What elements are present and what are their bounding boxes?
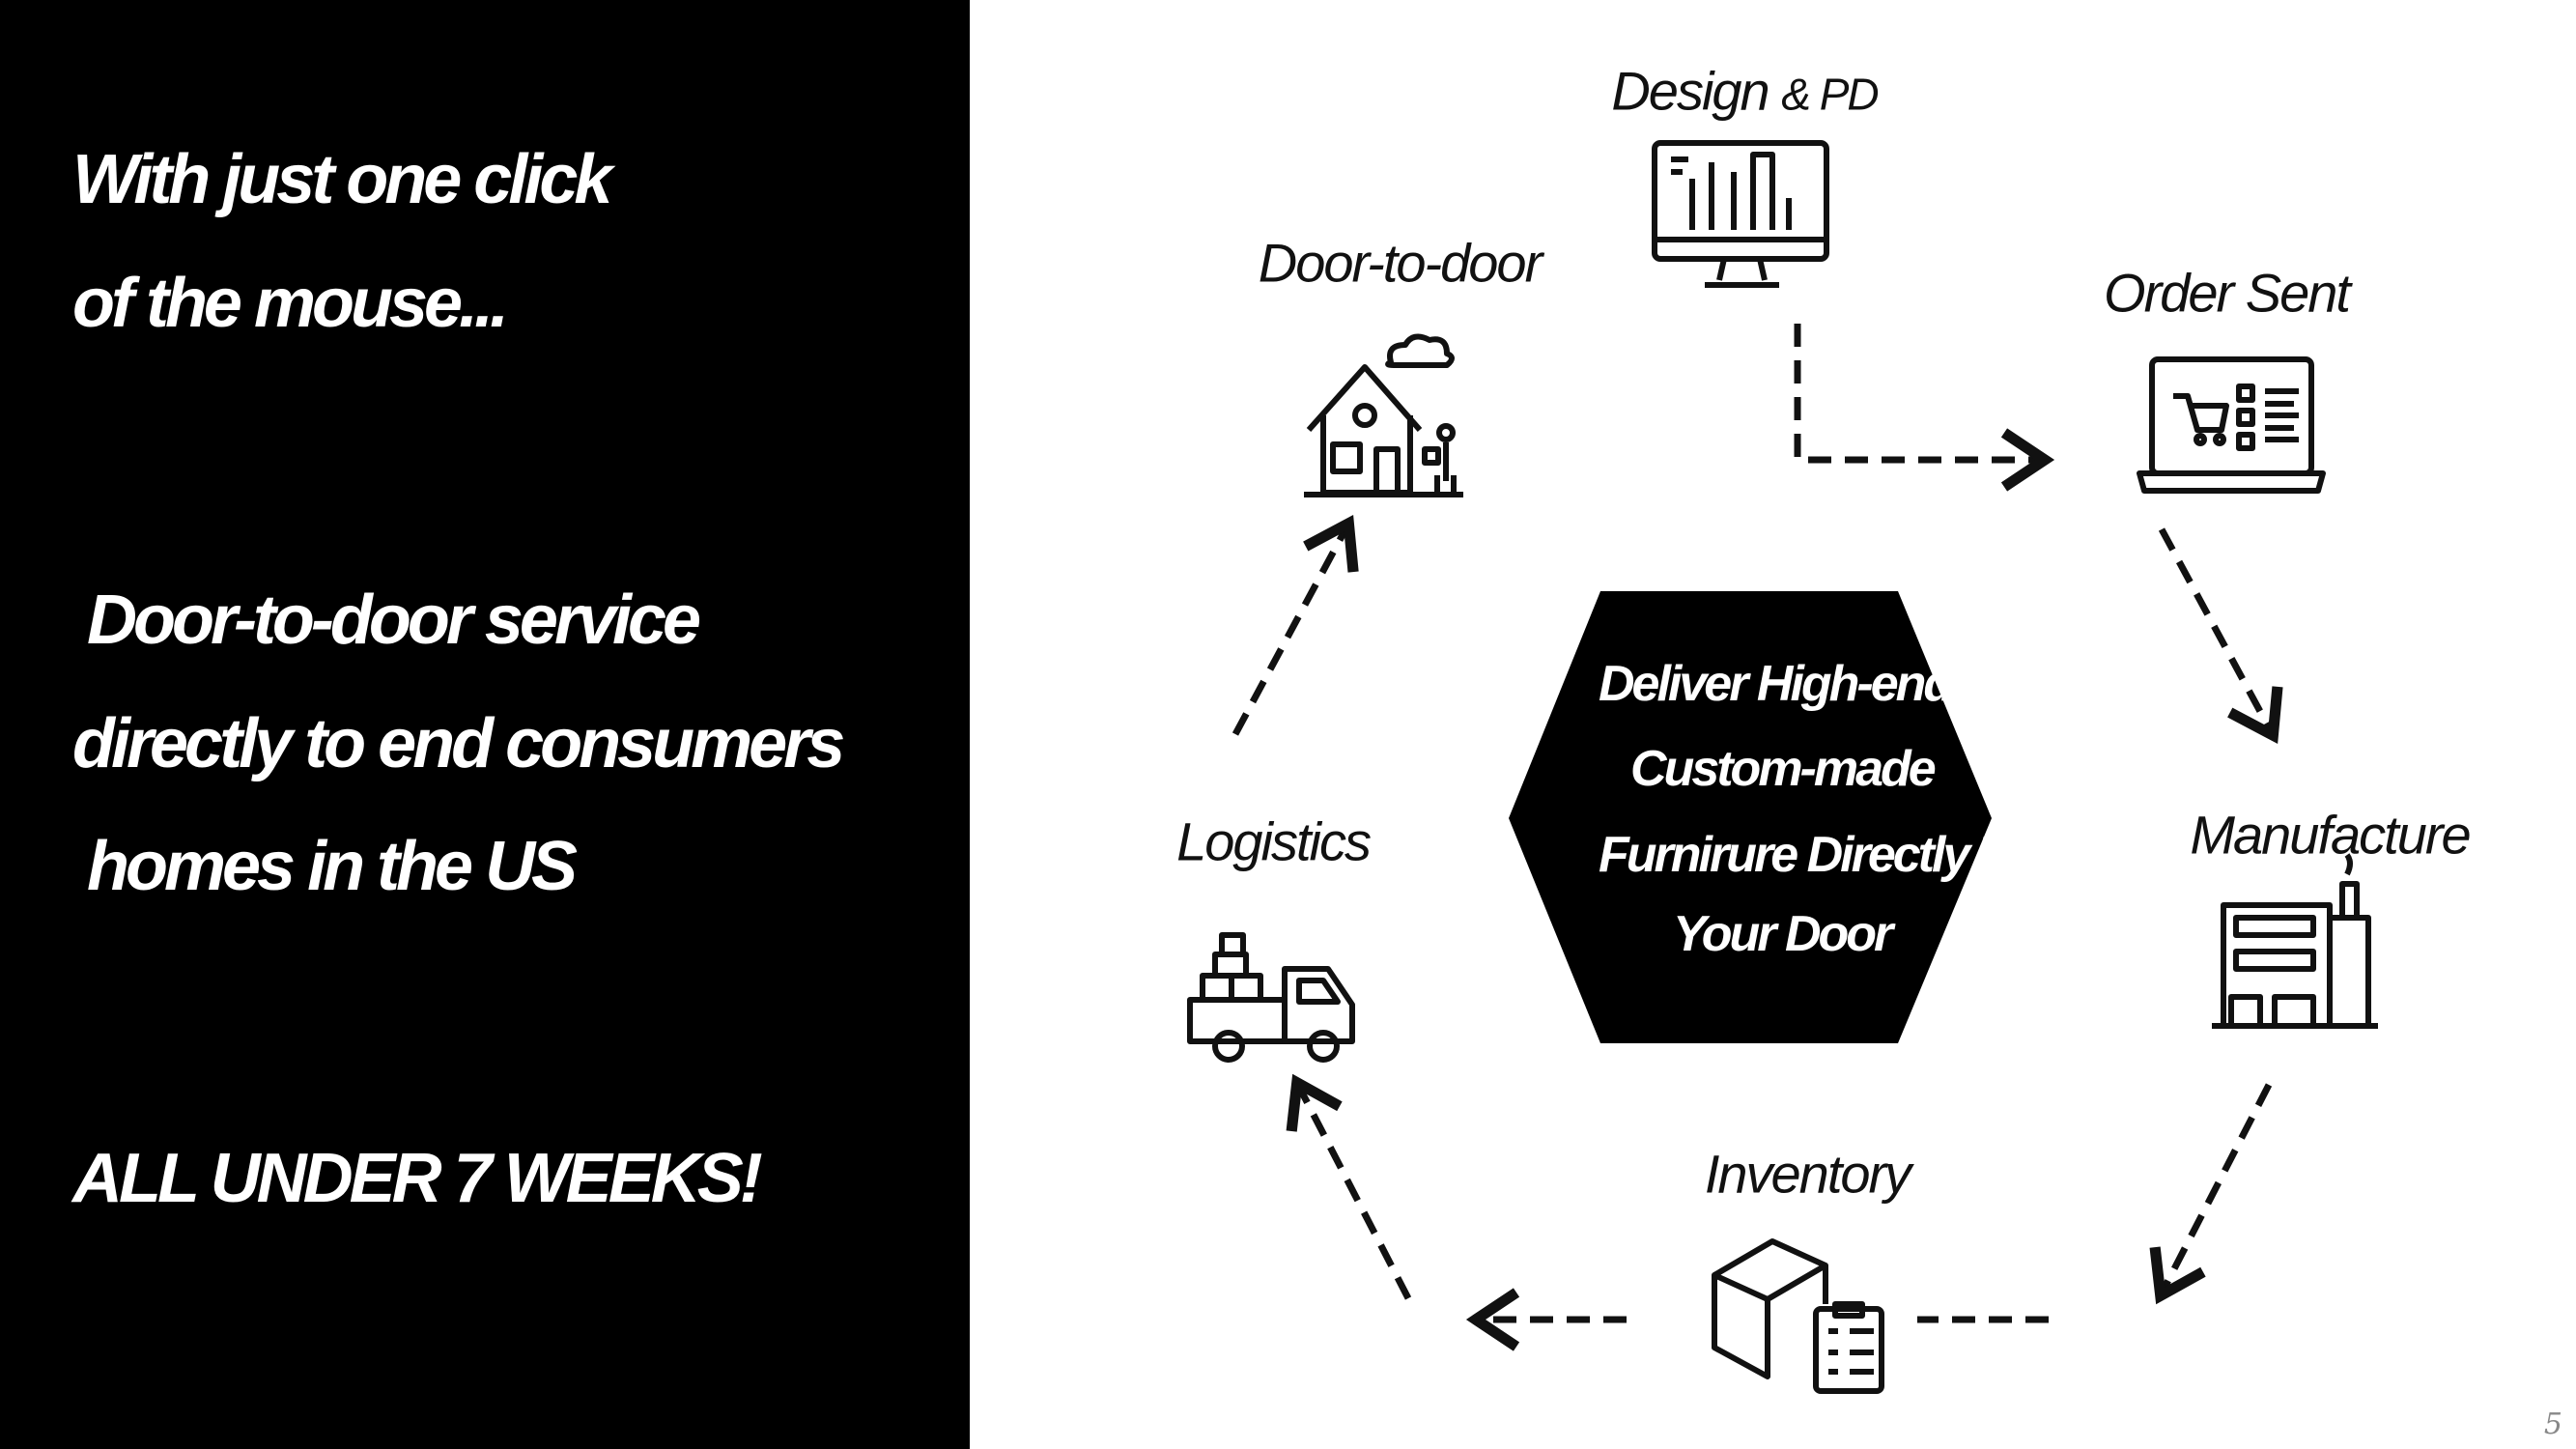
page-number: 5 <box>2543 1407 2562 1441</box>
arrow-manufacture-to-inventory <box>2149 1083 2273 1305</box>
delivery-truck-icon <box>1187 932 1355 1063</box>
arrow-door-to-design <box>1231 514 1359 736</box>
headline-line-2: of the mouse... <box>72 265 509 342</box>
step-inventory-label: Inventory <box>1704 1143 1911 1205</box>
service-line-1: Door-to-door service <box>87 582 701 659</box>
center-line-2: Custom-made <box>1630 741 1937 797</box>
step-order-sent-label: Order Sent <box>2104 262 2351 324</box>
center-hexagon <box>1509 591 1992 1043</box>
box-checklist-icon <box>1712 1238 1884 1394</box>
house-delivery-icon <box>1304 333 1463 497</box>
step-design-suffix: & PD <box>1781 69 1879 120</box>
step-manufacture-label: Manufacture <box>2190 804 2471 866</box>
step-design: Design & PD <box>1611 60 1879 123</box>
service-line-2: directly to end consumers <box>72 705 845 782</box>
laptop-cart-icon <box>2137 356 2326 494</box>
step-door-to-door-label: Door-to-door <box>1258 232 1543 294</box>
timeline-claim: ALL UNDER 7 WEEKS! <box>72 1140 763 1217</box>
factory-icon <box>2212 853 2378 1029</box>
step-design-label: Design <box>1611 60 1769 122</box>
center-line-3: Furnirure Directly To <box>1599 827 2035 883</box>
step-logistics-label: Logistics <box>1176 810 1372 872</box>
monitor-design-icon <box>1652 140 1829 288</box>
center-line-4: Your Door <box>1673 906 1893 962</box>
headline-line-1: With just one click <box>72 141 612 218</box>
service-line-3: homes in the US <box>87 828 578 905</box>
arrow-order-to-manufacture <box>2158 527 2283 745</box>
center-line-1: Deliver High-end <box>1599 656 1954 712</box>
arrow-design-to-order <box>1794 324 2055 492</box>
arrow-logistics-to-door <box>1286 1073 1412 1300</box>
left-panel: With just one click of the mouse... Door… <box>0 0 970 1449</box>
